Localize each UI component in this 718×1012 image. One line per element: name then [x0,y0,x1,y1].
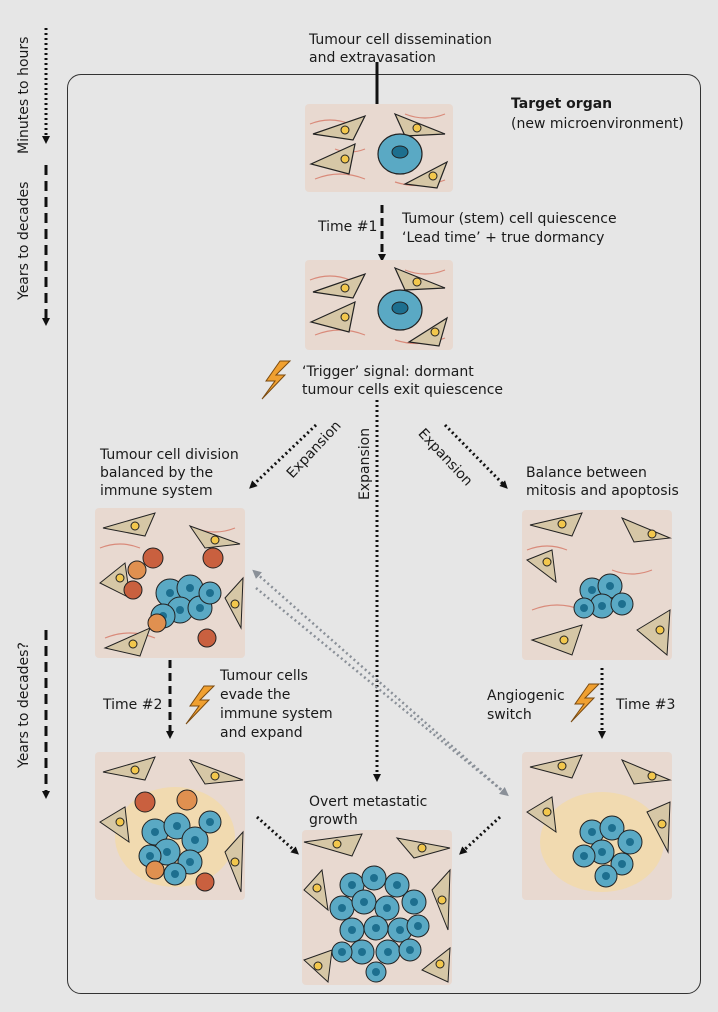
target-organ-title: Target organ [511,96,613,112]
overt-label-2: growth [309,812,358,828]
evade-label-2: evade the [220,687,291,703]
panel-overt-growth [302,830,452,985]
mitosis-balance-label-1: Balance between [526,465,647,481]
evade-label-1: Tumour cells [220,668,308,684]
angiogenic-label-2: switch [487,707,532,723]
quiescence-label-1: Tumour (stem) cell quiescence [402,211,617,227]
time1-label: Time #1 [318,219,378,235]
evade-label-3: immune system [220,706,333,722]
expansion-center-label: Expansion [357,427,373,500]
target-organ-subtitle: (new microenvironment) [511,116,684,132]
time3-label: Time #3 [616,697,676,713]
lightning-bolt-icon [570,683,601,723]
lightning-bolt-icon [261,360,292,400]
lightning-bolt-icon [185,685,216,725]
mitosis-balance-label-2: mitosis and apoptosis [526,483,679,499]
immune-balance-label-1: Tumour cell division [100,447,239,463]
trigger-label-1: ‘Trigger’ signal: dormant [302,364,474,380]
panel-angiogenic [522,752,672,900]
target-organ-frame [67,74,701,994]
time2-label: Time #2 [103,697,163,713]
dissemination-label-1: Tumour cell dissemination [309,32,492,48]
evade-label-4: and expand [220,725,303,741]
angiogenic-label-1: Angiogenic [487,688,565,704]
panel-dissemination [305,104,453,192]
immune-balance-label-2: balanced by the [100,465,214,481]
quiescence-label-2: ‘Lead time’ + true dormancy [402,230,605,246]
panel-quiescence [305,260,453,350]
panel-immune-evasion [95,752,245,900]
dissemination-label-2: and extravasation [309,50,436,66]
overt-label-1: Overt metastatic [309,794,428,810]
trigger-label-2: tumour cells exit quiescence [302,382,504,398]
panel-mitosis-balance [522,510,672,660]
immune-balance-label-3: immune system [100,483,213,499]
panel-immune-balance [95,508,245,658]
